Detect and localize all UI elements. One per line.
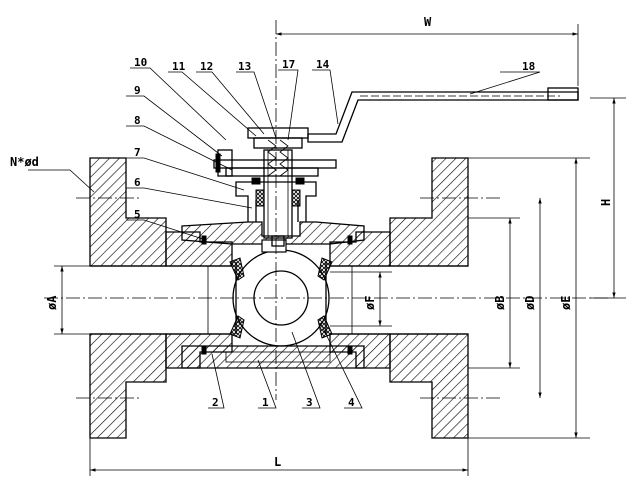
handle [307,87,579,143]
part-leaders [126,67,541,409]
part-label-1: 1 [262,396,269,409]
gasket-right-top [347,235,353,245]
part-label-5: 5 [134,208,141,221]
part-label-2: 2 [212,396,219,409]
dim-label-f: øF [363,296,377,310]
part-label-8: 8 [134,114,141,127]
dim-label-nd: N*ød [10,155,39,169]
bore-lines [90,265,468,335]
dimension-lines [28,24,626,476]
packing-right [291,189,301,207]
seat-left-top [229,257,245,281]
seat-right-bottom [317,315,333,339]
right-flange-bottom [389,333,469,439]
right-flange-top [389,157,469,267]
part-label-17: 17 [282,58,295,71]
gland-left [251,177,261,185]
left-flange-bottom [89,333,167,439]
seat-left-bottom [229,315,245,339]
seats [229,257,333,339]
packing-left [255,189,265,207]
dim-label-h: H [599,199,613,206]
dim-label-e: øE [559,296,573,310]
part-label-7: 7 [134,146,141,159]
seat-right-top [317,257,333,281]
part-label-3: 3 [306,396,313,409]
dimension-labels: W H L øA øB øD øE øF N*ød [10,15,613,469]
dim-label-b: øB [493,296,507,310]
dim-label-l: L [274,455,281,469]
gasket-right-bottom [347,345,353,355]
handle-grip [547,87,579,101]
dim-label-d: øD [523,296,537,310]
part-label-13: 13 [238,60,251,73]
part-label-9: 9 [134,84,141,97]
gasket-left-bottom [201,345,207,355]
left-flange-top [89,157,167,267]
part-label-6: 6 [134,176,141,189]
centerlines [44,20,610,400]
ball [232,239,330,347]
part-label-4: 4 [348,396,355,409]
part-number-labels: 10 11 12 13 17 14 18 9 8 7 6 5 2 1 3 4 [134,56,535,409]
part-label-12: 12 [200,60,213,73]
part-label-10: 10 [134,56,147,69]
part-label-11: 11 [172,60,186,73]
gland-right [295,177,305,185]
center-body-bottom [181,345,365,369]
part-label-18: 18 [522,60,535,73]
center-body-top [181,221,365,245]
valve-body [89,157,469,439]
dim-label-w: W [424,15,432,29]
dim-label-a: øA [45,295,59,310]
part-label-14: 14 [316,58,330,71]
bottom-inner-slot [225,351,331,363]
